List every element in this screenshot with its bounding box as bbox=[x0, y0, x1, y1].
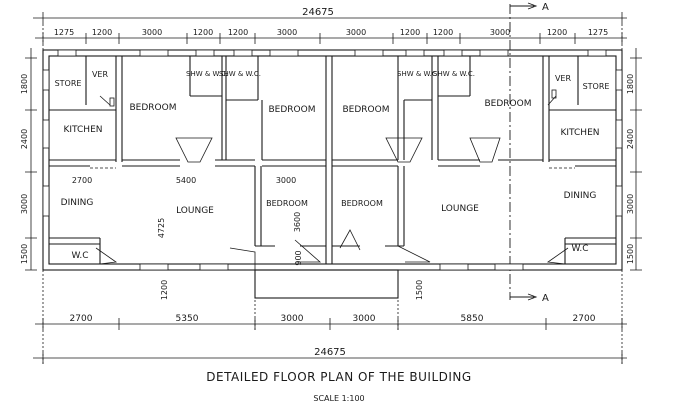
label-bedroom-5: BEDROOM bbox=[485, 99, 532, 109]
top-dim-6: 3000 bbox=[346, 28, 366, 37]
right-dim-3: 1500 bbox=[626, 244, 635, 264]
top-dim-9: 3000 bbox=[490, 28, 510, 37]
top-dim-11: 1275 bbox=[588, 28, 608, 37]
section-markers: A A bbox=[542, 2, 549, 304]
top-dim-4: 1200 bbox=[228, 28, 248, 37]
overall-dim-bottom: 24675 bbox=[314, 347, 346, 358]
bottom-dim-3: 3000 bbox=[353, 314, 376, 324]
bottom-dim-5: 2700 bbox=[573, 314, 596, 324]
label-ver-right: VER bbox=[555, 74, 572, 83]
left-dim-2: 3000 bbox=[20, 194, 29, 214]
dim-lounge-width: 5400 bbox=[176, 176, 196, 185]
label-shw-3: SHW & W.C. bbox=[397, 70, 439, 78]
label-shw-4: SHW & W.C. bbox=[433, 70, 475, 78]
label-bedroom-2: BEDROOM bbox=[269, 105, 316, 115]
dim-kitchen-width: 2700 bbox=[72, 176, 92, 185]
walls bbox=[42, 49, 623, 299]
drawing-scale: SCALE 1:100 bbox=[313, 394, 365, 403]
dimension-texts: 24675 24675 bbox=[302, 7, 346, 358]
label-store-left: STORE bbox=[55, 79, 82, 88]
left-dim-1: 2400 bbox=[20, 129, 29, 149]
door-swings bbox=[90, 89, 575, 270]
bottom-dimension-chain: 2700 5350 3000 3000 5850 2700 bbox=[70, 314, 596, 324]
section-marker-top: A bbox=[542, 2, 549, 13]
interior-dimensions: 2700 5400 3000 4725 3600 1200 1500 900 bbox=[72, 176, 424, 300]
right-dimension-chain: 1800 2400 3000 1500 bbox=[626, 74, 635, 264]
bottom-dim-1: 5350 bbox=[176, 314, 199, 324]
label-bedroom-4: BEDROOM bbox=[343, 105, 390, 115]
bottom-dim-2: 3000 bbox=[281, 314, 304, 324]
label-bedroom-6: BEDROOM bbox=[341, 199, 383, 208]
dim-porch-right: 1500 bbox=[415, 280, 424, 300]
label-kitchen-left: KITCHEN bbox=[64, 125, 103, 135]
top-dim-3: 1200 bbox=[193, 28, 213, 37]
left-dimension-chain: 1800 2400 3000 1500 bbox=[20, 74, 29, 264]
top-dim-8: 1200 bbox=[433, 28, 453, 37]
label-wc-left: W.C bbox=[71, 251, 88, 261]
top-dim-2: 3000 bbox=[142, 28, 162, 37]
room-labels: STORE VER KITCHEN DINING W.C BEDROOM SHW… bbox=[55, 70, 610, 261]
dim-lounge-depth: 4725 bbox=[157, 218, 166, 238]
top-dim-7: 1200 bbox=[400, 28, 420, 37]
dimension-lines bbox=[25, 12, 642, 364]
label-bedroom-1: BEDROOM bbox=[130, 103, 177, 113]
right-dim-1: 2400 bbox=[626, 129, 635, 149]
drawing-title: DETAILED FLOOR PLAN OF THE BUILDING bbox=[206, 370, 472, 384]
label-kitchen-right: KITCHEN bbox=[561, 128, 600, 138]
right-dim-0: 1800 bbox=[626, 74, 635, 94]
label-bedroom-3: BEDROOM bbox=[266, 199, 308, 208]
label-dining-left: DINING bbox=[61, 198, 94, 208]
dim-bedroom-depth: 3600 bbox=[293, 212, 302, 232]
top-dimension-chain: 1275 1200 3000 1200 1200 3000 3000 1200 1200 3000… bbox=[54, 28, 608, 37]
top-dim-0: 1275 bbox=[54, 28, 74, 37]
left-dim-3: 1500 bbox=[20, 244, 29, 264]
section-marker-bottom: A bbox=[542, 293, 549, 304]
label-dining-right: DINING bbox=[564, 191, 597, 201]
dim-porch-left: 1200 bbox=[160, 280, 169, 300]
bottom-dim-0: 2700 bbox=[70, 314, 93, 324]
label-lounge-left: LOUNGE bbox=[176, 206, 214, 216]
top-dim-10: 1200 bbox=[547, 28, 567, 37]
label-shw-1: SHW & W.C. bbox=[186, 70, 228, 78]
bottom-dim-4: 5850 bbox=[461, 314, 484, 324]
section-line-a bbox=[509, 2, 538, 301]
dim-door-small: 900 bbox=[294, 250, 303, 265]
openings bbox=[42, 49, 623, 271]
top-dim-5: 3000 bbox=[277, 28, 297, 37]
label-lounge-right: LOUNGE bbox=[441, 204, 479, 214]
label-wc-right: W.C bbox=[571, 244, 588, 254]
label-store-right: STORE bbox=[583, 82, 610, 91]
left-dim-0: 1800 bbox=[20, 74, 29, 94]
overall-dim-top: 24675 bbox=[302, 7, 334, 18]
label-shw-2: SHW & W.C. bbox=[219, 70, 261, 78]
label-ver-left: VER bbox=[92, 70, 109, 79]
dim-bedroom-width: 3000 bbox=[276, 176, 296, 185]
top-dim-1: 1200 bbox=[92, 28, 112, 37]
right-dim-2: 3000 bbox=[626, 194, 635, 214]
